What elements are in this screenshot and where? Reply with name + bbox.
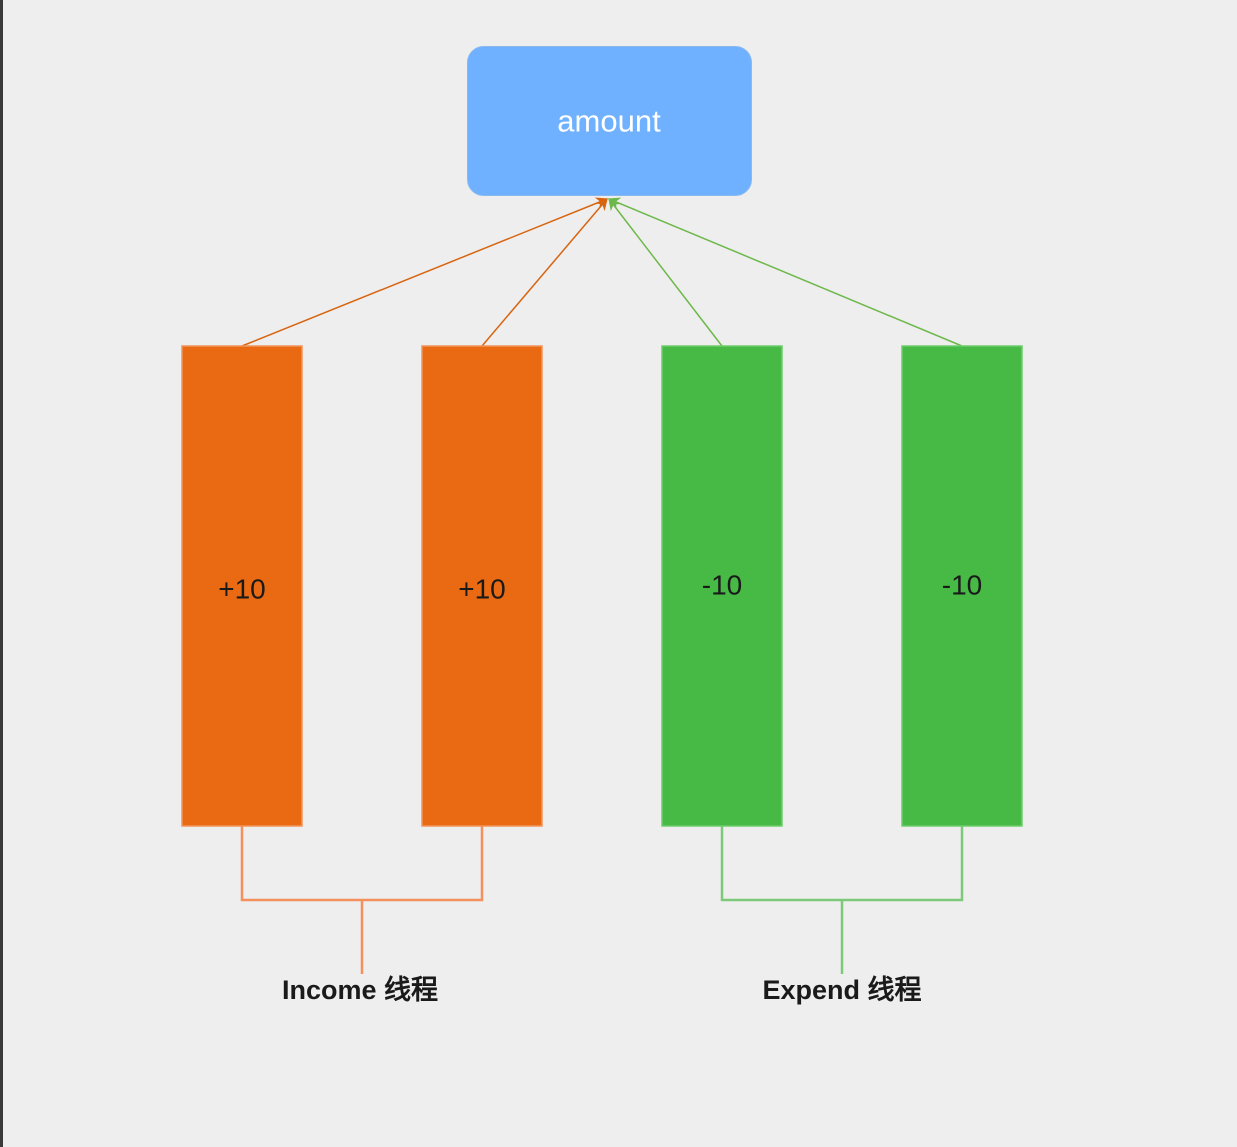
block-expend-2[interactable]: -10 [901, 345, 1023, 827]
block-income-2-box [421, 345, 543, 827]
block-expend-2-box [901, 345, 1023, 827]
block-income-1-label: +10 [218, 574, 266, 605]
arrow-expend-2 [607, 197, 963, 347]
block-expend-1[interactable]: -10 [661, 345, 783, 827]
block-expend-1-label: -10 [702, 570, 742, 601]
amount-node[interactable]: amount [467, 46, 752, 196]
block-income-2[interactable]: +10 [421, 345, 543, 827]
arrow-expend-1 [608, 198, 723, 347]
arrow-income-2 [481, 198, 608, 347]
expend-thread-label: Expend 线程 [762, 975, 921, 1005]
amount-node-label: amount [557, 104, 661, 139]
block-expend-2-label: -10 [942, 570, 982, 601]
income-bracket [240, 826, 484, 974]
block-income-1[interactable]: +10 [181, 345, 303, 827]
block-income-1-box [181, 345, 303, 827]
arrows [241, 197, 963, 347]
arrow-income-1 [241, 197, 609, 347]
window-left-border [0, 0, 3, 1147]
block-income-2-label: +10 [458, 574, 506, 605]
amount-node-box [467, 46, 752, 196]
income-thread-label: Income 线程 [282, 975, 438, 1005]
expend-bracket [720, 826, 964, 974]
block-expend-1-box [661, 345, 783, 827]
